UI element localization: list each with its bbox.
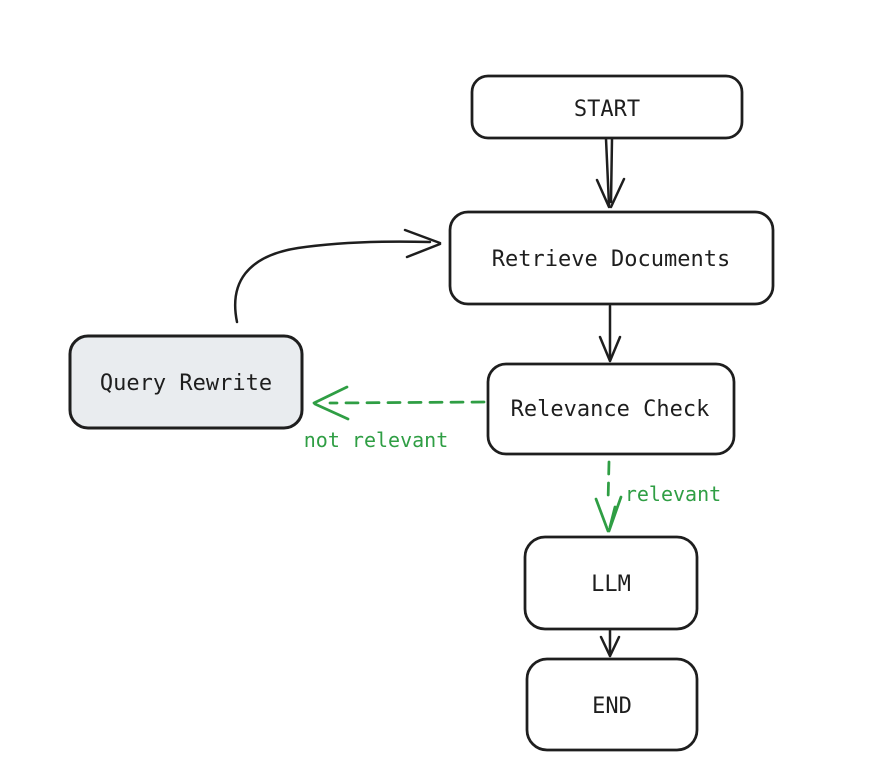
edge-rewrite-to-retrieve <box>233 228 442 324</box>
node-start-label: START <box>574 97 640 122</box>
node-llm: LLM <box>523 535 699 631</box>
curved-arrow-shaft <box>233 240 432 324</box>
node-relevance-check: Relevance Check <box>486 362 736 456</box>
arrow-shaft-second-pass <box>609 137 614 204</box>
node-query-rewrite-box <box>68 334 304 430</box>
arrow-shaft <box>604 137 611 207</box>
edge-relevance-to-llm: relevant <box>594 460 721 533</box>
node-end-label: END <box>592 694 632 719</box>
node-end-box <box>525 657 699 752</box>
dashed-arrow-shaft <box>606 460 611 505</box>
node-relevance-check-box <box>486 362 736 456</box>
node-llm-label: LLM <box>591 572 631 597</box>
edge-llm-to-end <box>599 628 621 658</box>
node-retrieve-documents-box <box>448 210 775 306</box>
node-retrieve-documents: Retrieve Documents <box>448 210 775 306</box>
node-start: START <box>470 74 744 140</box>
edge-relevance-to-rewrite: not relevant <box>304 385 486 452</box>
node-query-rewrite: Query Rewrite <box>68 334 304 430</box>
arrowhead-left-icon <box>312 385 350 421</box>
node-start-box <box>470 74 744 140</box>
arrowhead-right-icon <box>403 228 442 259</box>
arrowhead-down-icon <box>598 335 622 363</box>
node-llm-box <box>523 535 699 631</box>
node-relevance-check-label: Relevance Check <box>511 397 710 422</box>
edge-retrieve-to-relevance <box>598 304 622 363</box>
edge-label-not-relevant: not relevant <box>304 428 449 452</box>
edge-start-to-retrieve <box>595 137 626 209</box>
arrowhead-down-icon <box>594 495 623 533</box>
node-retrieve-documents-label: Retrieve Documents <box>492 247 730 272</box>
arrowhead-down-icon <box>599 635 621 658</box>
arrowhead-down-icon <box>595 177 626 209</box>
dashed-arrow-shaft <box>328 400 486 405</box>
edge-label-relevant: relevant <box>625 482 721 506</box>
node-query-rewrite-label: Query Rewrite <box>100 371 272 396</box>
node-end: END <box>525 657 699 752</box>
